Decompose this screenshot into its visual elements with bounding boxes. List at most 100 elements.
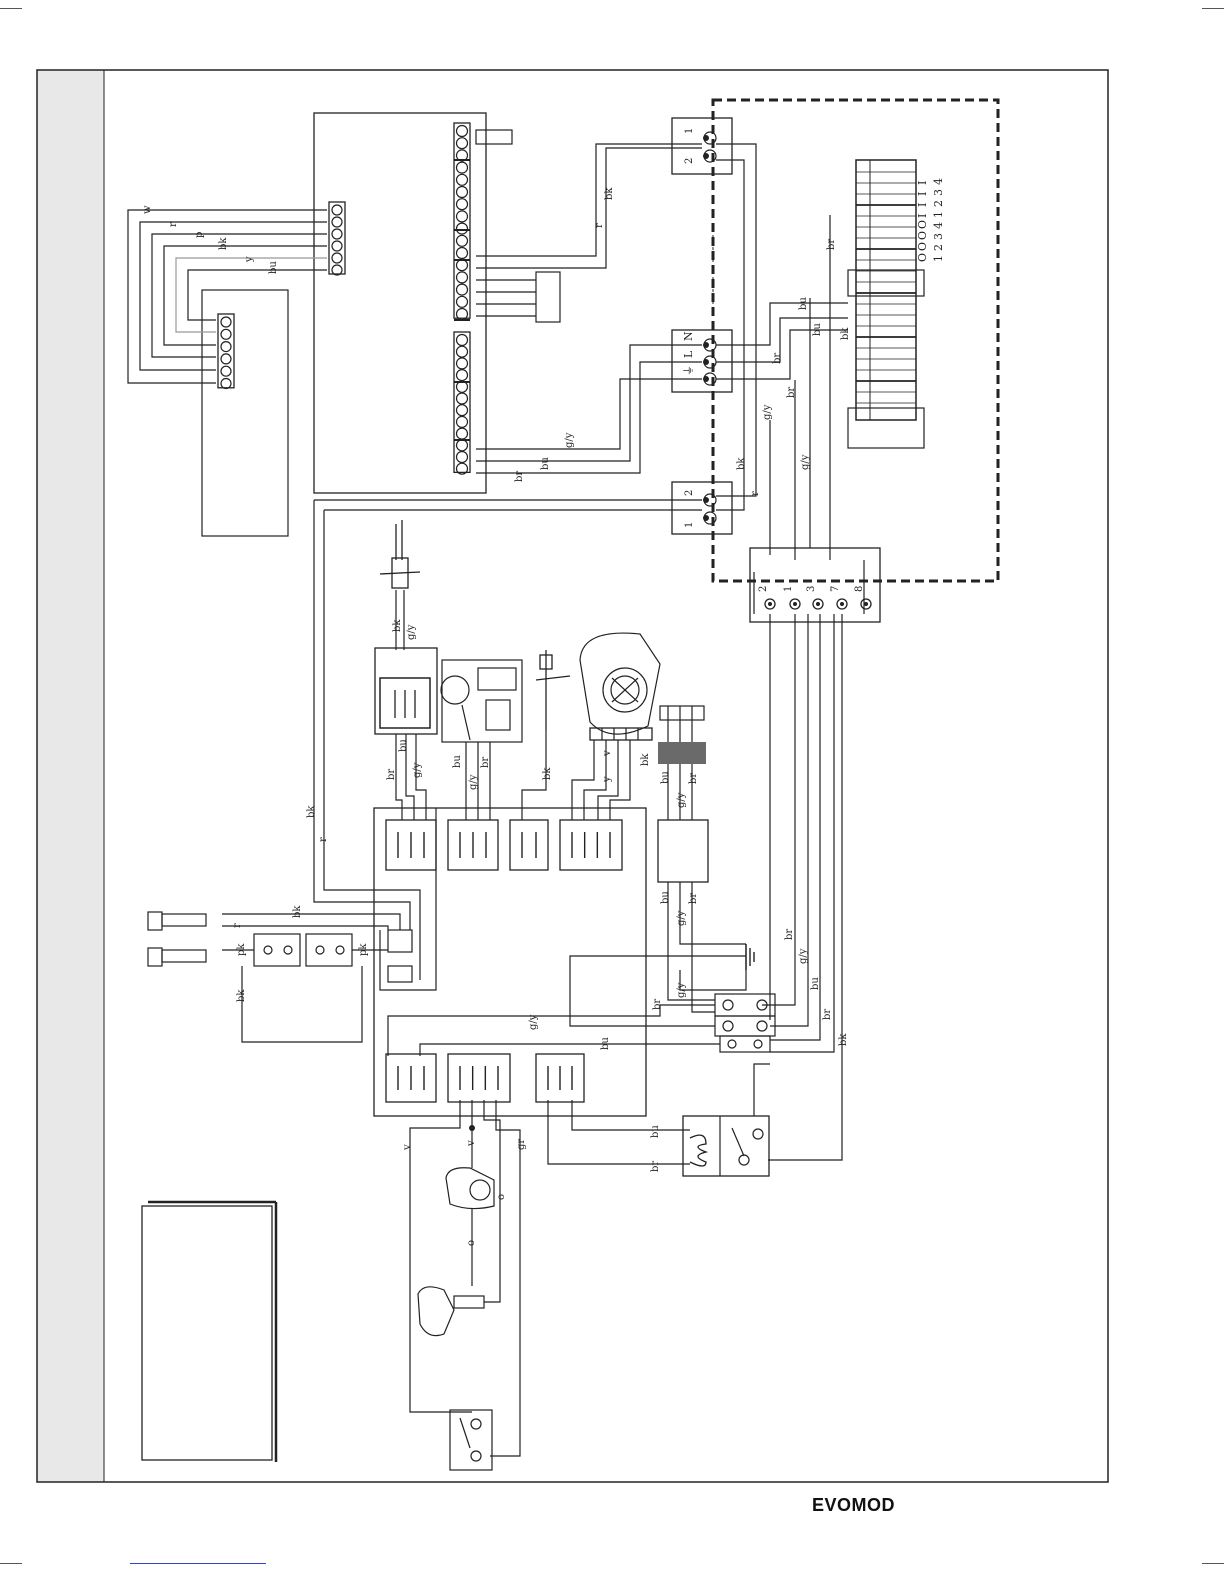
- svg-text:bk: bk: [392, 619, 403, 632]
- svg-text:v: v: [602, 750, 613, 757]
- right-conn-label-top: I: [916, 214, 929, 218]
- right-conn-label-num: 1: [932, 255, 945, 262]
- svg-text:bu: bu: [540, 457, 551, 470]
- relay-coil-icon: [690, 1135, 706, 1166]
- ionisation-electrode-icon: [536, 650, 570, 730]
- svg-text:y: y: [602, 776, 613, 783]
- svg-text:bk: bk: [604, 187, 615, 200]
- svg-text:bu: bu: [398, 739, 409, 752]
- right-conn-label-num: 3: [932, 189, 945, 196]
- svg-text:r: r: [318, 837, 329, 842]
- connector-to-strip-wiring: [388, 614, 842, 1160]
- main-pcb: [314, 113, 486, 493]
- svg-text:bu: bu: [650, 1125, 661, 1138]
- svg-text:g/y: g/y: [468, 774, 479, 790]
- switch-top: [672, 118, 732, 174]
- terminal-screw: [457, 452, 468, 463]
- right-conn-label-num: 1: [932, 211, 945, 218]
- component-wiring: [396, 590, 746, 1012]
- terminal-screw: [457, 260, 468, 271]
- external-terminal-strip-a: [329, 202, 345, 275]
- pressure-wiring: [410, 1100, 520, 1456]
- fan-icon: [580, 633, 660, 734]
- remote-panel: [202, 290, 288, 536]
- ignition-electrode-icon: [380, 520, 420, 588]
- right-conn-label-top: O: [916, 220, 929, 229]
- control-box-wiring: [476, 144, 848, 560]
- right-conn-label-num: 3: [932, 233, 945, 240]
- pressure-wire-labels: v v gr o o: [402, 1139, 527, 1246]
- terminal-screw: [221, 366, 231, 376]
- right-conn-label-top: O: [916, 231, 929, 240]
- wire-label-p: p: [194, 232, 205, 238]
- svg-text:r: r: [750, 491, 761, 496]
- terminal-screw: [457, 393, 468, 404]
- terminal-screw: [457, 174, 468, 185]
- svg-text:g/y: g/y: [528, 1014, 539, 1030]
- svg-text:br: br: [784, 929, 795, 940]
- earth-symbol: [746, 944, 754, 970]
- terminal-screw: [457, 272, 468, 283]
- svg-text:v: v: [402, 1144, 413, 1151]
- pcb-plug: [536, 272, 560, 322]
- safety-thermostat-a: [254, 934, 300, 966]
- board-connector: [560, 820, 622, 870]
- mains-label-n: N: [682, 331, 695, 341]
- terminal-screw: [457, 346, 468, 357]
- terminal-screw: [457, 405, 468, 416]
- svg-text:r: r: [594, 223, 605, 228]
- terminal-screw: [221, 354, 231, 364]
- terminal-screw: [221, 379, 231, 389]
- svg-text:pk: pk: [236, 943, 247, 956]
- footer-link-rule: [130, 1563, 266, 1564]
- wire-label-w: w: [142, 205, 153, 214]
- right-conn-label-num: 2: [932, 200, 945, 207]
- right-conn-label-top: O: [916, 253, 929, 262]
- switch-bottom-pin-1: 1: [684, 522, 695, 528]
- wire-label-y: y: [244, 256, 255, 263]
- svg-text:br: br: [514, 471, 525, 482]
- svg-text:br: br: [650, 1161, 661, 1172]
- relay-wiring: [548, 1100, 690, 1164]
- bottom-connector-label: 7: [830, 586, 841, 592]
- terminal-screw: [457, 211, 468, 222]
- relay-contact-b: [739, 1155, 749, 1165]
- svg-text:br: br: [652, 999, 663, 1010]
- wire-label-bu: bu: [268, 261, 279, 274]
- wire-label-bk: bk: [218, 237, 229, 250]
- svg-text:o: o: [466, 1240, 477, 1246]
- bottom-connector-label: 8: [854, 586, 865, 592]
- safety-thermostat-b: [306, 934, 352, 966]
- terminal-screw: [457, 428, 468, 439]
- wire-label-r: r: [168, 222, 179, 227]
- terminal-screw: [457, 358, 468, 369]
- ignition-transformer-lines: [395, 690, 415, 718]
- svg-text:br: br: [786, 387, 797, 398]
- terminal-screw: [457, 416, 468, 427]
- svg-text:bu: bu: [452, 755, 463, 768]
- terminal-screw: [457, 162, 468, 173]
- svg-text:gr: gr: [516, 1139, 527, 1150]
- terminal-screw: [457, 126, 468, 137]
- terminal-screw: [332, 253, 342, 263]
- svg-text:g/y: g/y: [676, 910, 687, 926]
- right-connector-foot: [848, 408, 924, 448]
- mains-terminal: [672, 330, 732, 392]
- lower-terminal-strip: [715, 994, 775, 1052]
- air-pressure-switch-icon: [446, 1168, 494, 1209]
- terminal-screw: [457, 440, 468, 451]
- terminal-screw: [332, 205, 342, 215]
- svg-text:br: br: [480, 757, 491, 768]
- gas-valve-icon: [441, 660, 522, 742]
- board-connector: [510, 820, 548, 870]
- svg-text:br: br: [826, 239, 837, 250]
- terminal-screw: [457, 284, 468, 295]
- svg-text:br: br: [688, 773, 699, 784]
- svg-text:bk: bk: [640, 753, 651, 766]
- frame: [37, 70, 1108, 1482]
- side-band: [37, 70, 104, 1482]
- bottom-connector: [750, 548, 880, 622]
- sensor-connectors: [388, 930, 412, 982]
